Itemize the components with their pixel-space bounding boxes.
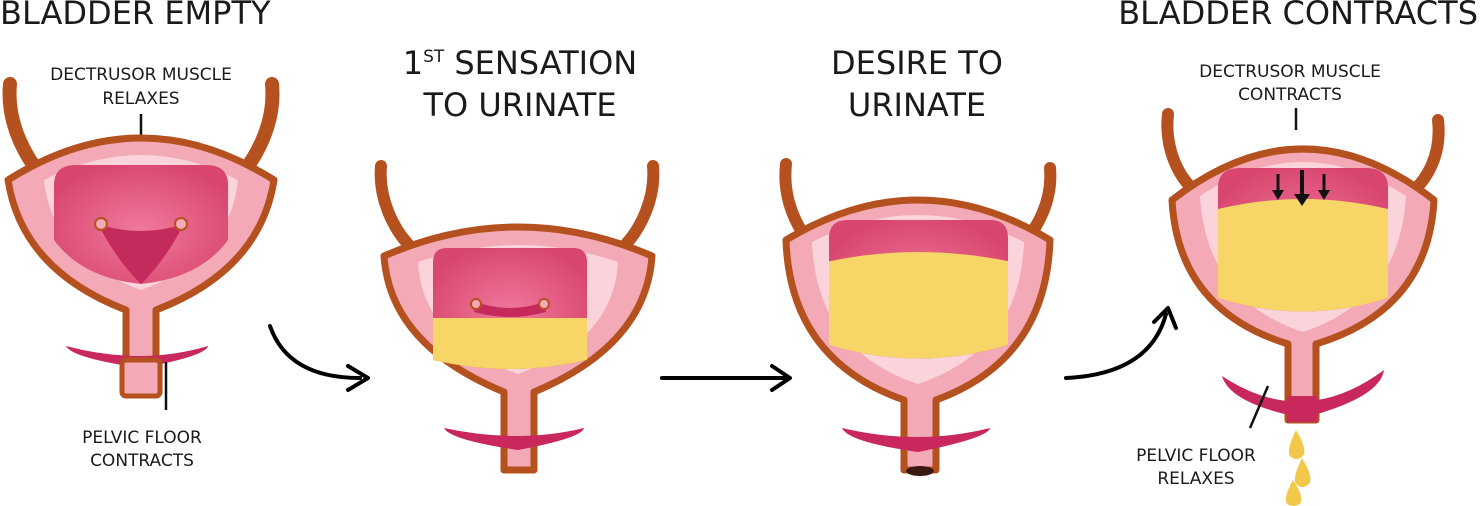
stage1-floor-label-line2: CONTRACTS [90, 451, 194, 471]
stage2-ureter-opening-right [538, 298, 550, 310]
stage4-urine-drop-1 [1288, 430, 1305, 459]
stage3-title-line2: URINATE [848, 86, 986, 124]
stage2-left-ureter [374, 160, 414, 250]
stage3-urine [829, 252, 1008, 359]
stage1-trigone [98, 224, 184, 284]
stage3-title-line1: DESIRE TO [831, 44, 1003, 82]
stage-desire: DESIRE TO URINATE [779, 44, 1057, 476]
stage2-ureter-opening-left [470, 298, 482, 310]
stage3-urethra-opening [906, 466, 934, 476]
stage4-right-ureter [1406, 114, 1445, 198]
stage1-floor-label-line1: PELVIC FLOOR [82, 428, 202, 448]
stage2-title-line2: TO URINATE [422, 86, 616, 124]
stage2-trigone [474, 302, 546, 317]
stage-bladder-empty: BLADDER EMPTY DECTRUSOR MUSCLE RELAXES P… [0, 0, 280, 471]
stage1-urethra [119, 357, 163, 399]
stage4-floor-pointer [1248, 385, 1270, 429]
stage-bladder-contracts: BLADDER CONTRACTS DECTRUSOR MUSCLE CONTR… [1118, 0, 1478, 506]
stage1-pelvic-floor [66, 346, 208, 368]
stage4-floor-label-line1: PELVIC FLOOR [1136, 446, 1256, 466]
stage1-title: BLADDER EMPTY [0, 0, 271, 32]
arrow-stage1-to-stage2 [268, 324, 370, 392]
stage1-ureter-opening-right [174, 217, 188, 231]
stage4-urine-drop-2 [1294, 458, 1311, 487]
stage4-title: BLADDER CONTRACTS [1118, 0, 1478, 32]
stage4-muscle-label-line1: DECTRUSOR MUSCLE [1199, 62, 1381, 82]
stage4-muscle-label-line2: CONTRACTS [1238, 85, 1342, 105]
stage3-pelvic-floor [842, 428, 990, 452]
stage4-urethra-exit [1287, 396, 1317, 422]
arrow-stage2-to-stage3 [660, 364, 792, 392]
stage4-urine [1218, 199, 1388, 312]
stage4-floor-label-line2: RELAXES [1157, 469, 1234, 489]
stage4-contraction-arrows [1272, 170, 1330, 206]
stage4-left-ureter [1161, 108, 1200, 196]
stage2-pelvic-floor [444, 428, 584, 450]
arrow-stage3-to-stage4 [1064, 306, 1178, 380]
stage4-urine-drop-3 [1285, 480, 1302, 506]
stage1-muscle-label-line2: RELAXES [102, 89, 179, 109]
stage1-ureter-opening-left [94, 217, 108, 231]
stage1-muscle-label-line1: DECTRUSOR MUSCLE [50, 65, 232, 85]
stage4-pelvic-floor [1222, 370, 1384, 418]
stage1-cavity [54, 165, 228, 284]
stage2-right-ureter [620, 160, 660, 250]
stage2-urine [433, 318, 587, 369]
